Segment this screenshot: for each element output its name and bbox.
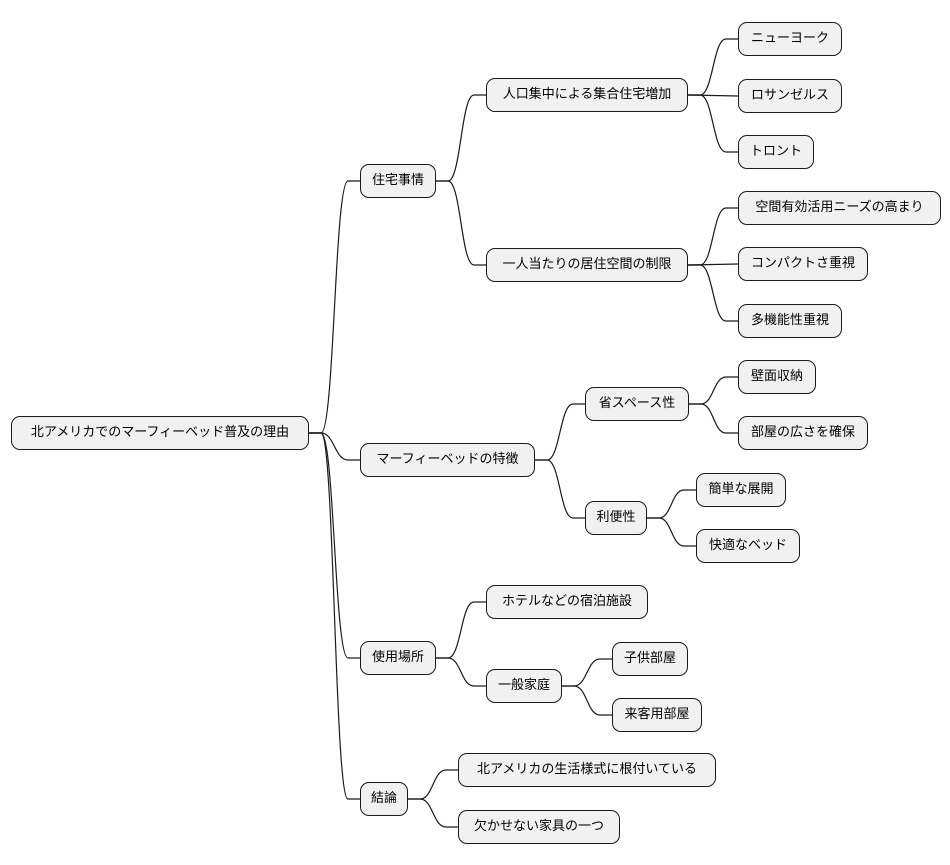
connector-line	[535, 403, 585, 461]
sub-node: 利便性	[585, 501, 647, 535]
connector-line	[436, 657, 486, 687]
connector-line	[647, 489, 696, 519]
leaf-node: 来客用部屋	[612, 698, 702, 732]
connector-line	[562, 658, 612, 687]
connector-line	[688, 38, 738, 96]
sub-node: 北アメリカの生活様式に根付いている	[458, 753, 716, 787]
branch-node: 使用場所	[360, 641, 436, 675]
leaf-node: ニューヨーク	[738, 22, 842, 56]
connector-line	[436, 601, 486, 659]
leaf-node: 壁面収納	[738, 360, 816, 394]
sub-node: ホテルなどの宿泊施設	[486, 585, 648, 619]
branch-node: マーフィーベッドの特徴	[360, 443, 535, 477]
root-node: 北アメリカでのマーフィーベッド普及の理由	[11, 416, 309, 450]
leaf-node: 快適なベッド	[696, 529, 800, 563]
connector-line	[309, 432, 360, 659]
leaf-node: 多機能性重視	[738, 304, 842, 338]
leaf-node: ロサンゼルス	[738, 79, 842, 113]
branch-node: 結論	[360, 782, 408, 816]
connector-line	[688, 264, 738, 322]
connector-line	[309, 180, 360, 434]
sub-node: 一般家庭	[486, 669, 562, 703]
leaf-node: 子供部屋	[612, 642, 688, 676]
connector-line	[689, 403, 738, 434]
leaf-node: 部屋の広さを確保	[738, 416, 868, 450]
connector-line	[436, 180, 486, 266]
connector-line	[309, 432, 360, 800]
connector-line	[647, 517, 696, 547]
sub-node: 人口集中による集合住宅増加	[486, 78, 688, 112]
sub-node: 一人当たりの居住空間の制限	[486, 248, 688, 282]
branch-node: 住宅事情	[360, 164, 436, 198]
connector-line	[688, 94, 738, 153]
sub-node: 省スペース性	[585, 387, 689, 421]
connector-line	[408, 769, 458, 800]
connector-line	[562, 685, 612, 716]
connector-line	[309, 432, 360, 461]
connector-line	[535, 459, 585, 519]
connector-line	[408, 798, 458, 828]
connector-line	[688, 207, 738, 266]
leaf-node: トロント	[738, 135, 814, 169]
leaf-node: 簡単な展開	[696, 473, 786, 507]
leaf-node: 空間有効活用ニーズの高まり	[738, 191, 941, 225]
sub-node: 欠かせない家具の一つ	[458, 810, 620, 844]
leaf-node: コンパクトさ重視	[738, 247, 868, 281]
connector-line	[436, 94, 486, 182]
connector-line	[689, 376, 738, 405]
